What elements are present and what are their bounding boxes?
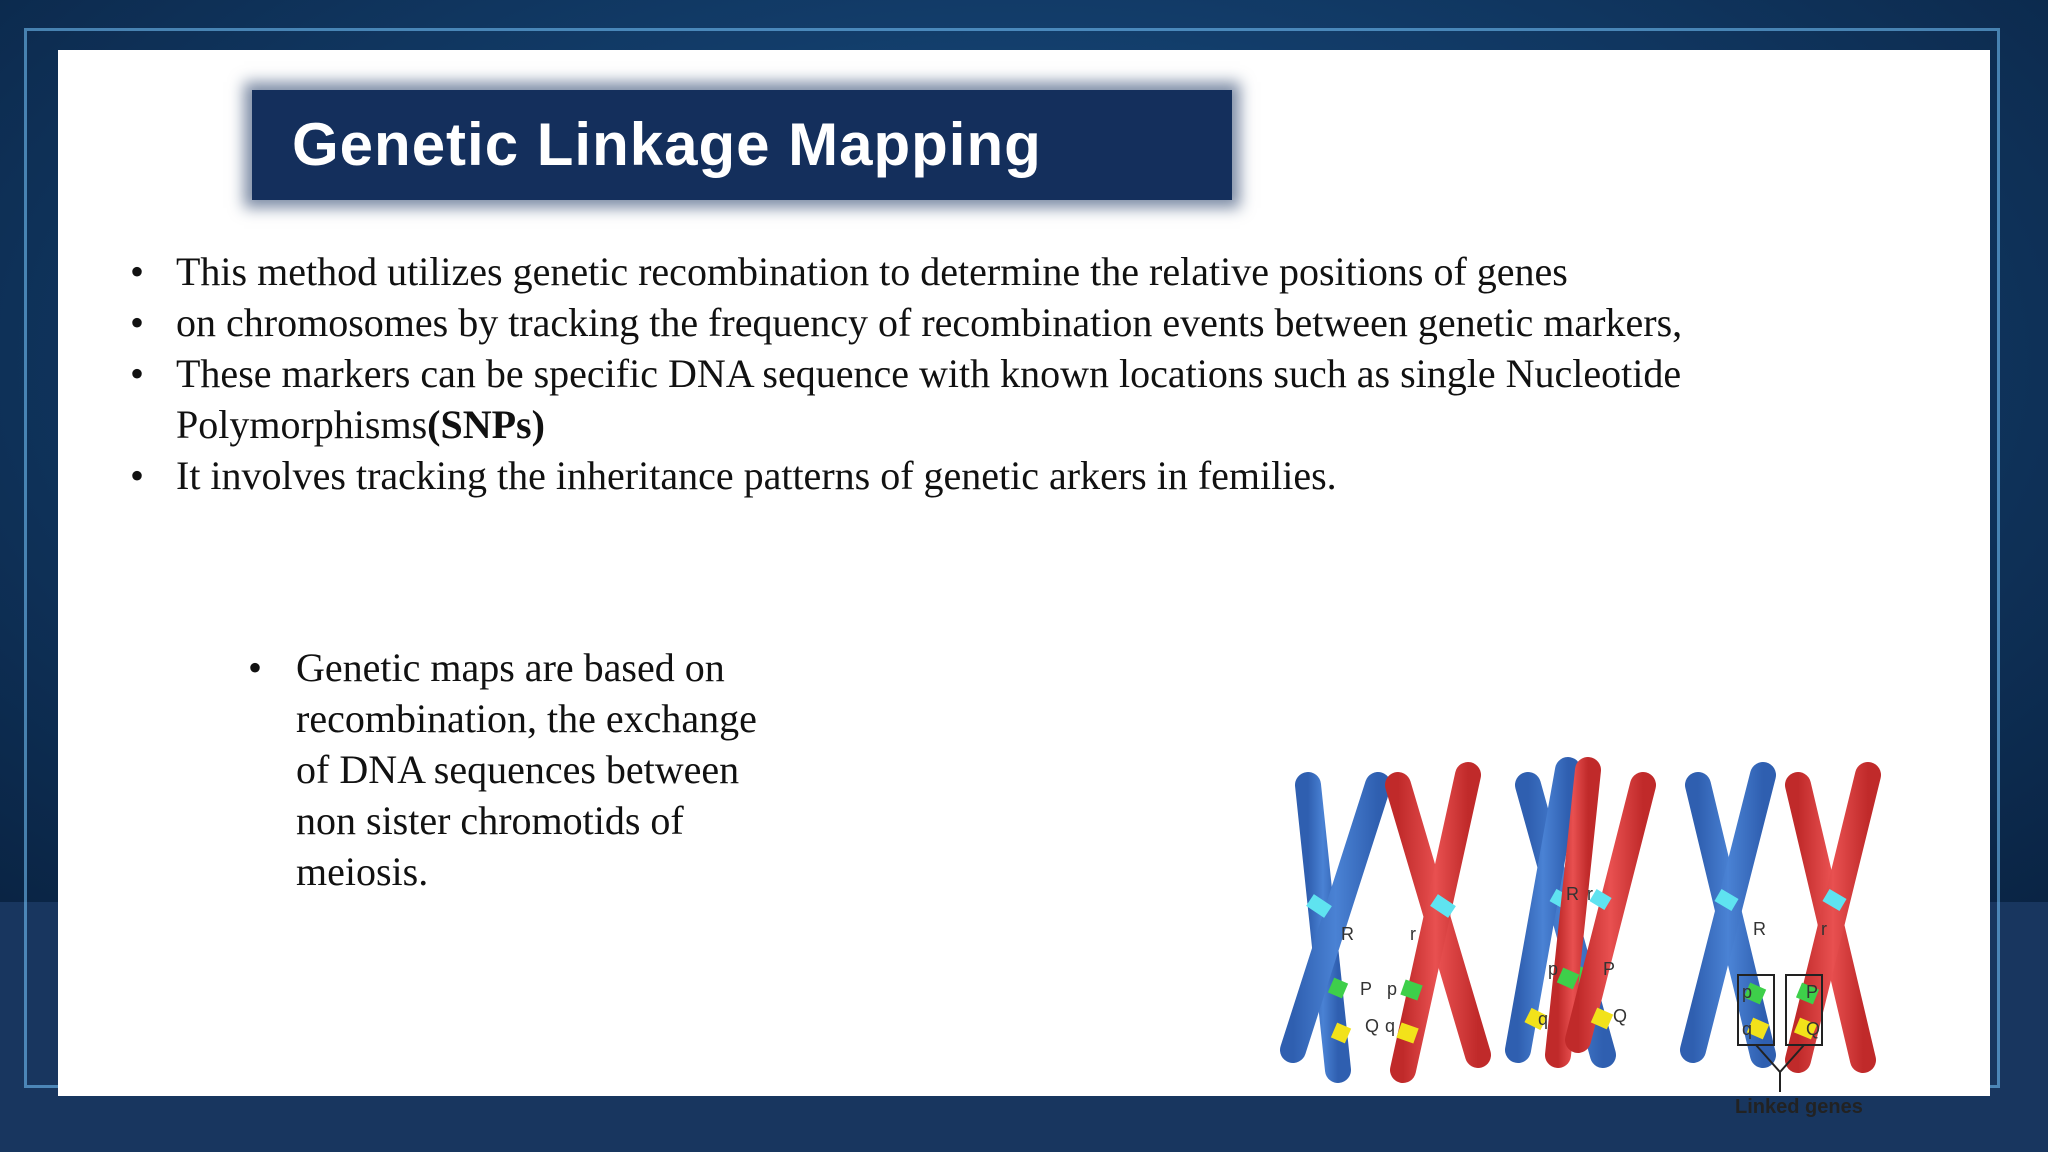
sub-bullet-item: • Genetic maps are based on recombinatio… [248, 642, 768, 897]
label-q: q [1385, 1016, 1395, 1036]
label-R: R [1753, 919, 1766, 939]
slide-title: Genetic Linkage Mapping [292, 111, 1042, 178]
chromosome-illustration: R P Q r p q [1280, 757, 1881, 1118]
label-q: q [1538, 1009, 1548, 1029]
label-R: R [1341, 924, 1354, 944]
bullet-item: • on chromosomes by tracking the frequen… [130, 297, 1690, 348]
bullet-bold-suffix: (SNPs) [427, 402, 545, 447]
label-p: p [1387, 979, 1397, 999]
figure-caption: Linked genes [1735, 1096, 1863, 1118]
sub-bullet-text: Genetic maps are based on recombination,… [296, 645, 757, 894]
bullet-text: These markers can be specific DNA sequen… [176, 351, 1682, 447]
slide-canvas: Genetic Linkage Mapping • This method ut… [58, 50, 1990, 1118]
bullet-marker: • [130, 453, 145, 498]
label-p: p [1548, 959, 1558, 979]
red-chromosome [1785, 762, 1881, 1073]
chromosome-pair-3: R r p q P Q Linked genes [1680, 762, 1881, 1118]
label-Q: Q [1806, 1019, 1820, 1039]
bullet-text: This method utilizes genetic recombinati… [176, 249, 1568, 294]
bullet-item: • These markers can be specific DNA sequ… [130, 348, 1690, 450]
blue-chromosome [1280, 772, 1391, 1083]
sub-bullet-list: • Genetic maps are based on recombinatio… [248, 642, 768, 897]
label-P: P [1360, 979, 1372, 999]
bullet-text: It involves tracking the inheritance pat… [176, 453, 1337, 498]
label-P: P [1603, 959, 1615, 979]
chromosome-pair-1: R P Q r p q [1280, 762, 1491, 1083]
label-P: P [1806, 982, 1818, 1002]
red-chromosome [1545, 757, 1656, 1068]
bullet-marker: • [248, 645, 263, 690]
label-R: R [1566, 884, 1579, 904]
label-r: r [1587, 884, 1593, 904]
title-banner: Genetic Linkage Mapping [252, 90, 1232, 200]
linked-genes-bracket [1755, 1044, 1805, 1092]
bullet-list: • This method utilizes genetic recombina… [130, 246, 1690, 501]
chromosome-pair-2: R r p P q Q [1505, 757, 1656, 1068]
label-Q: Q [1365, 1016, 1379, 1036]
bullet-marker: • [130, 249, 145, 294]
label-r: r [1410, 924, 1416, 944]
label-Q: Q [1613, 1006, 1627, 1026]
bullet-item: • This method utilizes genetic recombina… [130, 246, 1690, 297]
label-p: p [1742, 982, 1752, 1002]
bullet-item: • It involves tracking the inheritance p… [130, 450, 1690, 501]
bullet-marker: • [130, 351, 145, 396]
label-q: q [1742, 1019, 1752, 1039]
bullet-text: on chromosomes by tracking the frequency… [176, 300, 1683, 345]
bullet-marker: • [130, 300, 145, 345]
blue-chromosome [1680, 762, 1776, 1068]
label-r: r [1821, 919, 1827, 939]
red-chromosome [1385, 762, 1491, 1083]
